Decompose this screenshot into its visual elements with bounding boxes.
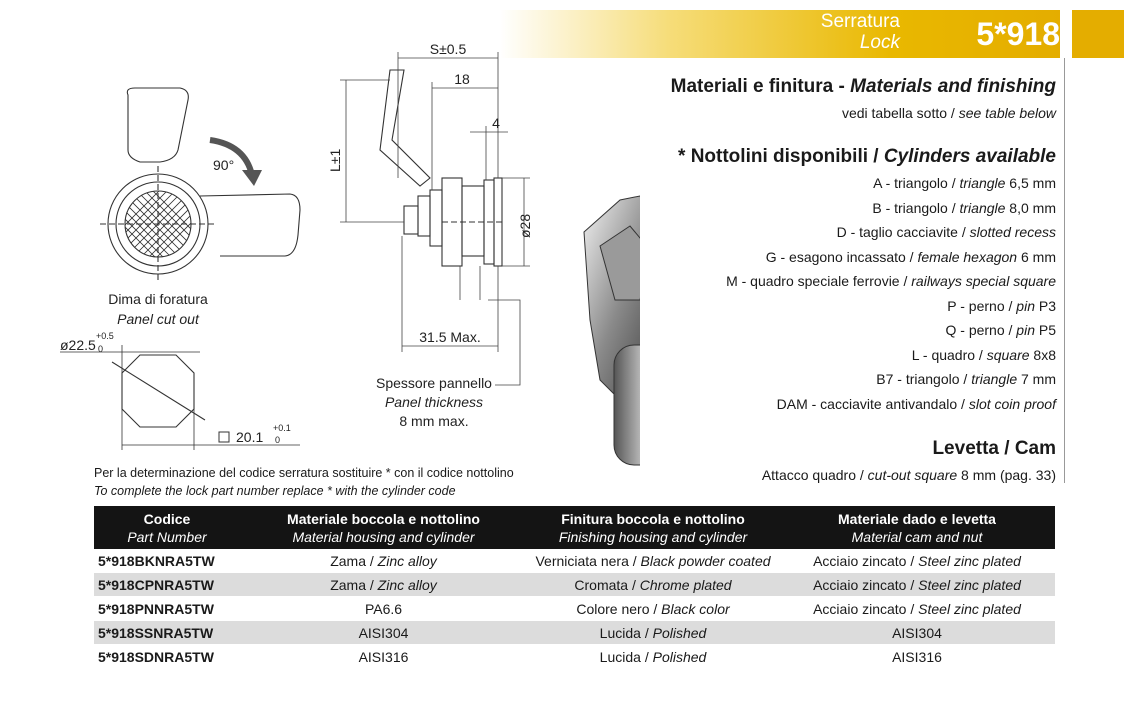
product-code: 5*918 xyxy=(976,16,1060,52)
materials-title: Materiali e finitura - Materials and fin… xyxy=(670,76,1056,97)
side-view-drawing xyxy=(379,69,503,267)
cylinder-item: L - quadro / square 8x8 xyxy=(911,346,1056,363)
finishing-cell: Colore nero / Black color xyxy=(527,596,779,621)
cylinder-item: B - triangolo / triangle 8,0 mm xyxy=(872,199,1056,216)
header-tab xyxy=(1072,10,1124,58)
note-en: To complete the lock part number replace… xyxy=(94,484,456,498)
panel-cutout-shape xyxy=(60,345,300,450)
square-tol-minus: 0 xyxy=(275,435,280,445)
panel-thickness-max: 8 mm max. xyxy=(399,413,468,429)
cam-nut-cell: Acciaio zincato / Steel zinc plated xyxy=(779,549,1055,573)
dim-4: 4 xyxy=(492,115,500,131)
part-number-cell: 5*918CPNRA5TW xyxy=(94,572,240,597)
header-banner xyxy=(500,10,1060,58)
panel-thickness-en: Panel thickness xyxy=(385,394,483,410)
cam-title: Levetta / Cam xyxy=(932,438,1056,459)
product-title-en: Lock xyxy=(859,32,900,53)
technical-drawing: 90° Dima di foratura Panel cut out ø22.5… xyxy=(60,41,640,466)
cylinder-item: B7 - triangolo / triangle 7 mm xyxy=(876,371,1056,387)
material-cell: Zama / Zinc alloy xyxy=(240,572,527,597)
dimension-lines xyxy=(340,52,530,386)
cam-nut-cell: Acciaio zincato / Steel zinc plated xyxy=(779,596,1055,621)
square-label: 20.1 xyxy=(236,429,263,445)
dim-28: ø28 xyxy=(517,214,533,238)
square-tol-plus: +0.1 xyxy=(273,423,291,433)
knurl-pattern xyxy=(125,191,191,257)
cutout-label-en: Panel cut out xyxy=(117,311,200,327)
materials-subtitle: vedi tabella sotto / see table below xyxy=(841,105,1056,121)
right-divider xyxy=(1064,58,1065,483)
finishing-cell: Verniciata nera / Black powder coated xyxy=(527,549,779,573)
diameter-label: ø22.5 xyxy=(60,337,96,353)
cylinder-item: P - perno / pin P3 xyxy=(947,297,1056,314)
finishing-cell: Lucida / Polished xyxy=(527,644,779,669)
dim-31-5: 31.5 Max. xyxy=(419,329,480,345)
cam-nut-cell: AISI304 xyxy=(779,620,1055,645)
material-cell: AISI304 xyxy=(240,620,527,645)
note-it: Per la determinazione del codice serratu… xyxy=(94,466,514,480)
cylinder-item: D - taglio cacciavite / slotted recess xyxy=(836,224,1056,240)
diameter-tol-plus: +0.5 xyxy=(96,331,114,341)
part-number-cell: 5*918PNNRA5TW xyxy=(94,596,240,621)
part-number-cell: 5*918SDNRA5TW xyxy=(94,644,240,669)
cam-nut-cell: Acciaio zincato / Steel zinc plated xyxy=(779,572,1055,597)
rotation-label: 90° xyxy=(213,157,234,173)
front-view-drawing xyxy=(100,87,301,282)
dim-l: L±1 xyxy=(327,149,343,172)
finishing-cell: Lucida / Polished xyxy=(527,620,779,645)
cam-detail: Attacco quadro / cut-out square 8 mm (pa… xyxy=(761,467,1056,483)
product-title-it: Serratura xyxy=(820,11,900,32)
cylinder-item: DAM - cacciavite antivandalo / slot coin… xyxy=(776,395,1056,412)
cylinder-item: G - esagono incassato / female hexagon 6… xyxy=(765,248,1056,265)
cylinder-item: M - quadro speciale ferrovie / railways … xyxy=(726,273,1056,289)
dim-s: S±0.5 xyxy=(430,41,467,57)
material-cell: AISI316 xyxy=(240,644,527,669)
part-number-cell: 5*918SSNRA5TW xyxy=(94,620,240,645)
cutout-label-it: Dima di foratura xyxy=(108,291,208,307)
header-separator xyxy=(1070,10,1072,58)
diameter-tol-minus: 0 xyxy=(98,344,103,354)
product-photo xyxy=(583,195,640,466)
cam-nut-cell: AISI316 xyxy=(779,644,1055,669)
cylinder-item: A - triangolo / triangle 6,5 mm xyxy=(873,175,1056,191)
cylinders-title: * Nottolini disponibili / Cylinders avai… xyxy=(678,146,1056,167)
finishing-cell: Cromata / Chrome plated xyxy=(527,572,779,597)
cylinder-item: Q - perno / pin P5 xyxy=(945,322,1056,338)
material-cell: PA6.6 xyxy=(240,596,527,621)
panel-thickness-it: Spessore pannello xyxy=(376,375,492,391)
material-cell: Zama / Zinc alloy xyxy=(240,549,527,573)
dim-18: 18 xyxy=(454,71,470,87)
part-number-cell: 5*918BKNRA5TW xyxy=(94,549,240,573)
